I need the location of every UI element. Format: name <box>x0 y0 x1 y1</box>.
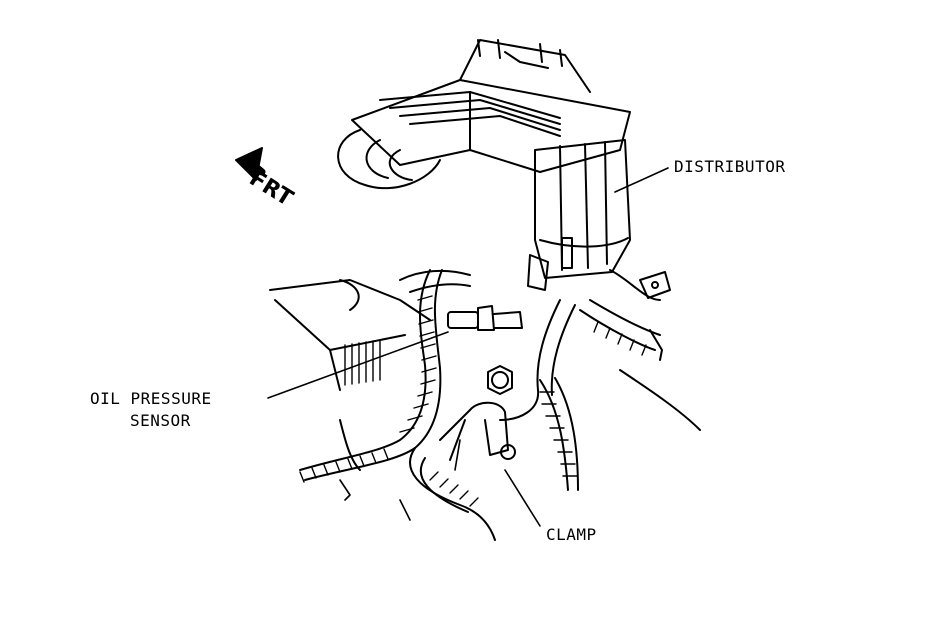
callout-lines <box>267 167 669 527</box>
right-brackets <box>619 271 701 431</box>
oil-pressure-sensor-label-line2: SENSOR <box>130 411 191 430</box>
intake-manifold <box>337 39 631 190</box>
distributor-body <box>527 139 631 291</box>
wiring-harness <box>299 269 661 541</box>
oil-pressure-sensor-label-line1: OIL PRESSURE <box>90 389 212 408</box>
harness-wrap-hatching <box>299 295 647 507</box>
lower-leads <box>339 439 461 521</box>
oil-pressure-sensor <box>447 305 523 395</box>
front-direction-arrow <box>235 147 266 181</box>
engine-block-left <box>269 279 431 471</box>
clamp-label: CLAMP <box>546 525 597 544</box>
harness-clamp <box>439 401 516 461</box>
distributor-label: DISTRIBUTOR <box>674 157 786 176</box>
